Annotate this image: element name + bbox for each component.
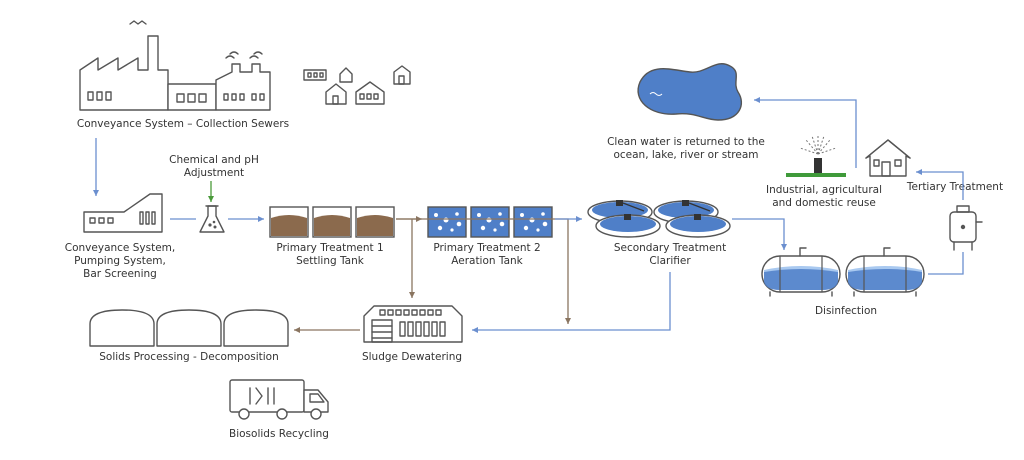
flow-disinfection-to-tertiary (928, 252, 964, 275)
label-clean-water-1: Clean water is returned to the (607, 136, 765, 148)
dewatering-building-icon (363, 305, 463, 343)
label-secondary-2: Clarifier (649, 255, 691, 267)
label-reuse-2: and domestic reuse (772, 197, 876, 209)
lake-icon (637, 63, 743, 121)
label-chemical-2: Adjustment (184, 167, 244, 179)
label-sludge-dewatering: Sludge Dewatering (362, 351, 462, 363)
label-reuse-1: Industrial, agricultural (766, 184, 882, 196)
label-biosolids: Biosolids Recycling (229, 428, 329, 440)
aeration-tank-icon (427, 206, 553, 238)
label-tertiary: Tertiary Treatment (906, 181, 1003, 193)
label-primary2-1: Primary Treatment 2 (433, 242, 540, 254)
label-disinfection: Disinfection (815, 305, 877, 317)
disinfection-tank-icon (761, 247, 925, 297)
tertiary-tank-icon (949, 205, 983, 251)
flow-reuse-to-lake (754, 97, 857, 168)
label-pumping-2: Pumping System, (74, 255, 166, 267)
truck-icon (229, 379, 329, 420)
flow-secondary-to-disinfection (732, 218, 787, 250)
factory-icon (79, 20, 271, 111)
sprinkler-icon (786, 134, 846, 177)
digester-icon (89, 309, 289, 347)
flow-secondary-to-dewatering (472, 272, 671, 333)
clarifier-icon (587, 200, 731, 238)
label-primary2-2: Aeration Tank (451, 255, 523, 267)
label-primary1-1: Primary Treatment 1 (276, 242, 383, 254)
label-pumping-1: Conveyance System, (65, 242, 175, 254)
label-pumping-3: Bar Screening (83, 268, 157, 280)
label-chemical-1: Chemical and pH (169, 154, 259, 166)
label-conveyance-collection: Conveyance System – Collection Sewers (77, 118, 289, 130)
pumping-station-icon (83, 193, 163, 233)
settling-tank-icon (269, 206, 395, 238)
houses-icon (303, 65, 411, 105)
flask-icon (199, 205, 225, 233)
label-primary1-2: Settling Tank (296, 255, 365, 267)
label-solids-processing: Solids Processing - Decomposition (99, 351, 279, 363)
house-icon (865, 139, 911, 177)
flow-tertiary-to-house (916, 169, 964, 200)
flow-connectors (93, 97, 964, 333)
label-secondary-1: Secondary Treatment (614, 242, 726, 254)
label-clean-water-2: ocean, lake, river or stream (613, 149, 758, 161)
